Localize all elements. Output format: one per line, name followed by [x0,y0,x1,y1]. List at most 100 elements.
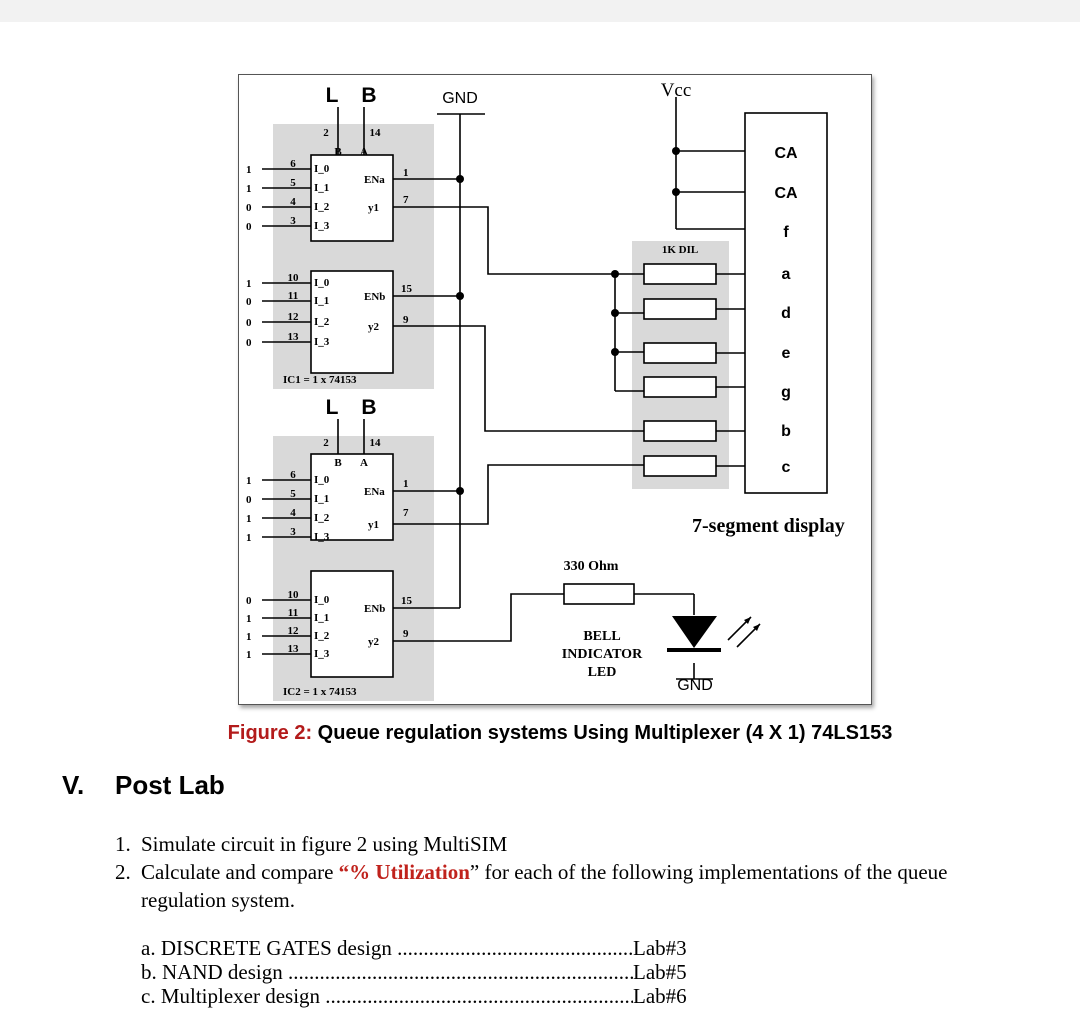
segment-a: a [782,266,791,283]
ic2-input-name: I_2 [314,512,330,524]
ic2-input-value: 1 [246,532,252,544]
segment-ca: CA [774,145,798,162]
segment-c: c [782,459,791,476]
vcc-label: Vcc [661,80,692,101]
step-number: 1. [115,832,131,856]
top-bar [0,0,1080,22]
ic1-out-pin: 7 [403,194,409,206]
ic2-input-name: I_2 [314,630,330,642]
led-label: LED [588,665,617,680]
ic2-input-value: 1 [246,631,252,643]
designs-list: a. DISCRETE GATES designLab#3 b. NAND de… [141,936,687,1008]
ic1-out-pin: 15 [401,283,413,295]
ic2-out-y1: y1 [368,519,379,531]
ic2-pin-number: 6 [290,469,296,481]
ic1-en-a: ENa [364,174,385,186]
ic2-labels: L B 2 14 B A 1 0 1 1 0 1 1 1 6 5 4 3 10 … [246,396,413,698]
ic1-input-name: I_3 [314,336,330,348]
ic1-input-name: I_1 [314,182,329,194]
ic2-input-value: 0 [246,595,252,607]
ic1-out-pin: 9 [403,314,409,326]
ic2-pin-number: 10 [288,589,300,601]
ic2-pin-number: 3 [290,526,296,538]
ic2-input-value: 1 [246,649,252,661]
ic1-out-y2: y2 [368,321,380,333]
ic1-input-name: I_3 [314,220,330,232]
design-lab: Lab#5 [633,960,687,984]
ic2-en-a: ENa [364,486,385,498]
segment-b: b [781,423,791,440]
ic2-out-pin: 9 [403,628,409,640]
segment-e: e [782,345,791,362]
segment-ca: CA [774,185,798,202]
ic2-pin-name-a: A [360,457,368,469]
ic2-input-name: I_3 [314,531,330,543]
ic2-input-name: I_1 [314,493,329,505]
ic1-pin-number: 10 [288,272,300,284]
ic1-input-value: 1 [246,278,252,290]
ic2-pin-number: 11 [288,607,298,619]
step-text-pre: Calculate and compare [141,860,339,884]
section-title: Post Lab [115,770,225,800]
ic2-top-label-b: B [361,396,376,419]
step-text-post: ” for each of the following implementati… [141,860,948,912]
ic1-input-name: I_2 [314,201,330,213]
list-item: c. Multiplexer designLab#6 [141,984,687,1008]
ic2-input-value: 1 [246,613,252,625]
ic2-out-pin: 15 [401,595,413,607]
ic2-input-name: I_1 [314,612,329,624]
dil-label: 1K DIL [662,244,698,256]
design-lab: Lab#3 [633,936,687,960]
ic1-pin-number: 5 [290,177,296,189]
ic1-name: IC1 = 1 x 74153 [283,374,357,386]
step-number: 2. [115,860,131,884]
ic2-input-value: 1 [246,475,252,487]
section-number: V. [62,770,85,800]
design-lab: Lab#6 [633,984,687,1008]
caption-text: Queue regulation systems Using Multiplex… [312,722,893,744]
ic1-pin-number: 6 [290,158,296,170]
ic1-input-value: 0 [246,296,252,308]
step-highlight: “% Utilization [338,860,470,884]
ic1-input-value: 0 [246,221,252,233]
list-item: 1. Simulate circuit in figure 2 using Mul… [115,830,1021,858]
caption-label: Figure 2: [227,722,313,744]
ic2-pin-14: 14 [370,437,382,449]
ic2-pin-name-b: B [334,457,342,469]
list-item: 2. Calculate and compare “% Utilization” … [115,858,1021,914]
ic2-pin-number: 5 [290,488,296,500]
ic1-top-label-b: B [361,84,376,107]
ic1-input-name: I_0 [314,163,330,175]
ic1-out-y1: y1 [368,202,379,214]
ic1-pin-number: 11 [288,290,298,302]
ic1-pin-number: 13 [288,331,300,343]
ic1-pin-2: 2 [323,127,329,139]
ic2-top-label-l: L [326,396,339,419]
ic2-pin-2: 2 [323,437,329,449]
led-label: BELL [583,629,620,644]
ic1-input-value: 0 [246,202,252,214]
section-heading: V. Post Lab [62,770,225,801]
ic1-input-value: 0 [246,337,252,349]
ic1-input-name: I_1 [314,295,329,307]
gnd-bottom-label: GND [677,677,713,694]
ic2-en-b: ENb [364,603,385,615]
ic1-pin-number: 4 [290,196,296,208]
ic1-input-value: 1 [246,164,252,176]
ic2-input-name: I_0 [314,474,330,486]
ic2-out-pin: 1 [403,478,409,490]
segment-f: f [783,224,789,241]
figure-caption: Figure 2: Queue regulation systems Using… [0,722,1080,745]
ic1-input-name: I_0 [314,277,330,289]
ic1-top-label-l: L [326,84,339,107]
ic1-pin-number: 3 [290,215,296,227]
display-label: 7-segment display [692,515,845,537]
ic2-input-name: I_0 [314,594,330,606]
ic1-input-value: 1 [246,183,252,195]
ic1-pin-number: 12 [288,311,300,323]
step-text: Simulate circuit in figure 2 using Multi… [141,832,508,856]
ic1-input-name: I_2 [314,316,330,328]
ic1-pin-name-a: A [360,146,368,158]
ic1-labels: L B 2 14 B A 1 1 0 0 1 0 0 0 6 5 4 3 10 … [246,84,413,386]
ic2-out-y2: y2 [368,636,380,648]
